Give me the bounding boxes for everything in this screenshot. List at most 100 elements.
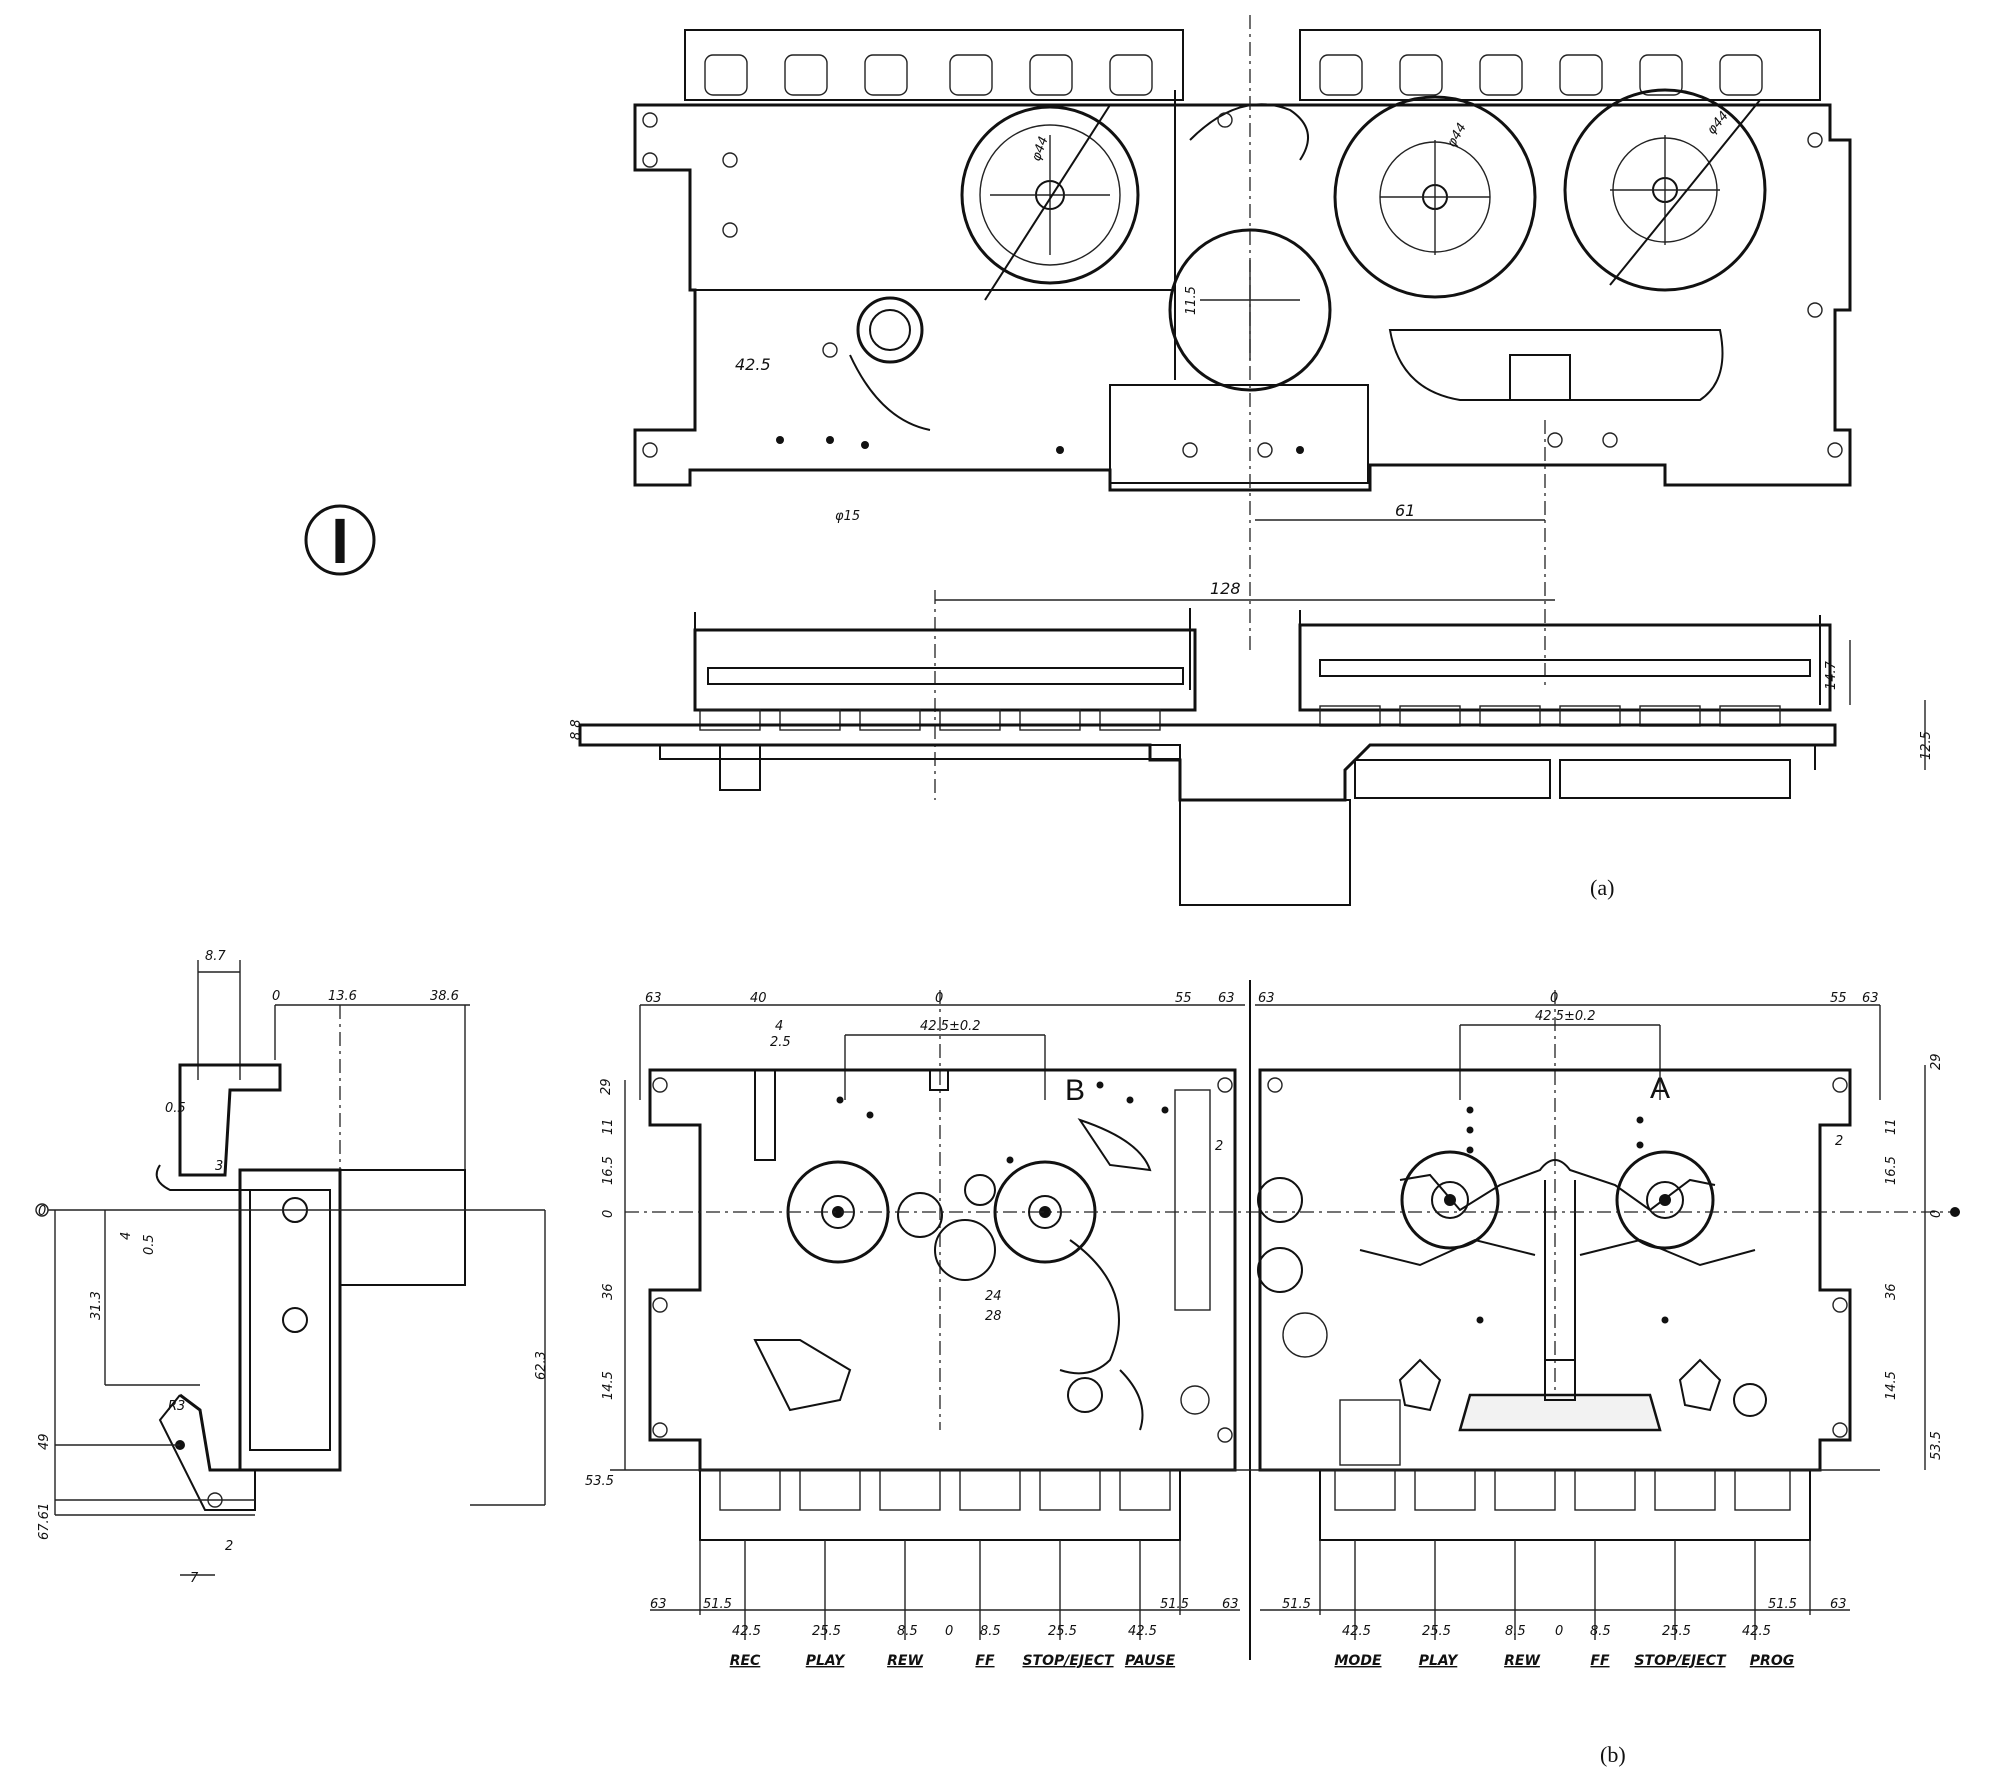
dim-a-53-5: 53.5: [1929, 1431, 1944, 1460]
dim-b-11: 11: [601, 1118, 616, 1135]
dim-b-63-left: 63: [645, 991, 662, 1006]
dim-top-11-5: 11.5: [1184, 286, 1199, 315]
dim-top-phi-44-b: φ44: [1029, 135, 1052, 164]
dim-side-67-61: 67.61: [37, 1503, 52, 1540]
scale-b-63-right: 63: [1222, 1597, 1239, 1612]
dim-side-3: 3: [215, 1159, 223, 1174]
button-label-ff-b: FF: [975, 1653, 995, 1669]
dim-b-4: 4: [775, 1019, 783, 1034]
button-label-rec: REC: [730, 1653, 761, 1669]
button-label-play-a: PLAY: [1419, 1653, 1459, 1669]
dim-a-42-5: 42.5±0.2: [1535, 1009, 1596, 1024]
dim-side-38-6: 38.6: [430, 989, 459, 1004]
dim-b-53-5: 53.5: [585, 1474, 614, 1489]
scale-b-42-5-right: 42.5: [1128, 1624, 1157, 1639]
button-label-rew-a: REW: [1504, 1653, 1540, 1669]
top-view: 61 42.5 φ44 φ44 φ44 11.5 φ15: [633, 15, 1852, 690]
dim-b-2: 2: [1215, 1139, 1223, 1154]
scale-b-63-left: 63: [650, 1597, 667, 1612]
dim-b-40: 40: [750, 991, 767, 1006]
dim-side-8-7: 8.7: [205, 949, 226, 964]
dim-b-55: 55: [1175, 991, 1192, 1006]
scale-b-51-5-right: 51.5: [1160, 1597, 1189, 1612]
button-label-ff-a: FF: [1590, 1653, 1610, 1669]
deck-a-letter: A: [1650, 1072, 1670, 1105]
deck-b-letter: B: [1065, 1074, 1085, 1107]
dim-b-28: 28: [985, 1309, 1002, 1324]
button-label-stop-eject-a: STOP/EJECT: [1634, 1653, 1727, 1669]
dim-front-128: 128: [1210, 579, 1241, 598]
dim-top-phi-15: φ15: [835, 509, 860, 524]
scale-b-51-5-left: 51.5: [703, 1597, 732, 1612]
dim-side-0-5: 0.5: [165, 1101, 186, 1116]
dim-a-63-left: 63: [1258, 991, 1275, 1006]
dim-side-62-3: 62.3: [534, 1351, 549, 1380]
dim-b-63-right: 63: [1218, 991, 1235, 1006]
button-label-mode: MODE: [1334, 1653, 1381, 1669]
section-mark-label: I: [331, 505, 349, 577]
dim-b-36: 36: [601, 1283, 616, 1300]
scale-a-8-5-right: 8.5: [1590, 1624, 1611, 1639]
button-label-stop-eject-b: STOP/EJECT: [1022, 1653, 1115, 1669]
dim-a-0-vert: 0: [1929, 1210, 1944, 1218]
caption-b: (b): [1600, 1742, 1626, 1767]
scale-a-8-5-left: 8.5: [1505, 1624, 1526, 1639]
button-label-pause: PAUSE: [1125, 1653, 1176, 1669]
dim-b-16-5: 16.5: [601, 1156, 616, 1185]
section-mark: I: [304, 504, 376, 577]
dim-a-2: 2: [1835, 1134, 1843, 1149]
dim-side-2: 2: [225, 1539, 233, 1554]
scale-a-42-5-left: 42.5: [1342, 1624, 1371, 1639]
dim-side-4: 4: [119, 1232, 134, 1240]
dim-a-14-5: 14.5: [1884, 1371, 1899, 1400]
dim-b-14-5: 14.5: [601, 1371, 616, 1400]
dim-a-0: 0: [1550, 991, 1558, 1006]
dim-b-0: 0: [935, 991, 943, 1006]
dim-side-origin: 0: [38, 1204, 46, 1219]
scale-a-51-5-left: 51.5: [1282, 1597, 1311, 1612]
scale-a-25-5-left: 25.5: [1422, 1624, 1451, 1639]
dim-b-24: 24: [985, 1289, 1002, 1304]
dim-top-61: 61: [1395, 501, 1415, 520]
scale-a-42-5-right: 42.5: [1742, 1624, 1771, 1639]
dim-a-55: 55: [1830, 991, 1847, 1006]
dim-b-0-vert: 0: [601, 1210, 616, 1218]
dim-a-11: 11: [1884, 1118, 1899, 1135]
dim-side-49: 49: [37, 1433, 52, 1450]
scale-a-25-5-right: 25.5: [1662, 1624, 1691, 1639]
side-view: 8.7 0 13.6 38.6 0.5 3 4 0.5 31.3 R3 62.3: [35, 949, 549, 1586]
front-view: 128 8.8 14.7 12.5 (a): [569, 579, 1934, 906]
scale-a-51-5-right: 51.5: [1768, 1597, 1797, 1612]
dim-top-42-5: 42.5: [735, 355, 771, 374]
scale-b-8-5-right: 8.5: [980, 1624, 1001, 1639]
dim-front-12-5: 12.5: [1919, 731, 1934, 760]
dim-side-0: 0: [272, 989, 280, 1004]
scale-b-0: 0: [945, 1624, 953, 1639]
button-label-rew-b: REW: [887, 1653, 923, 1669]
dim-side-7: 7: [190, 1571, 199, 1586]
bottom-view: B A 63 40 0: [585, 980, 1960, 1767]
dim-top-phi-44-a1: φ44: [1444, 121, 1470, 150]
dim-b-2-5: 2.5: [770, 1035, 791, 1050]
dim-a-29: 29: [1929, 1053, 1944, 1070]
dim-b-29: 29: [599, 1078, 614, 1095]
caption-a: (a): [1590, 875, 1614, 900]
scale-b-25-5-right: 25.5: [1048, 1624, 1077, 1639]
dim-side-13-6: 13.6: [328, 989, 357, 1004]
dim-side-31-3: 31.3: [89, 1291, 104, 1320]
scale-b-8-5-left: 8.5: [897, 1624, 918, 1639]
dim-front-14-7: 14.7: [1824, 660, 1839, 690]
dim-front-8-8: 8.8: [569, 719, 584, 740]
button-label-play-b: PLAY: [806, 1653, 846, 1669]
button-label-prog: PROG: [1750, 1653, 1794, 1669]
dim-a-63-right: 63: [1862, 991, 1879, 1006]
scale-b-42-5-left: 42.5: [732, 1624, 761, 1639]
dim-a-36: 36: [1884, 1283, 1899, 1300]
dim-b-42-5: 42.5±0.2: [920, 1019, 981, 1034]
scale-b-25-5-left: 25.5: [812, 1624, 841, 1639]
dim-side-r3: R3: [168, 1399, 185, 1414]
scale-a-63-right: 63: [1830, 1597, 1847, 1612]
dim-side-0-5b: 0.5: [142, 1234, 157, 1255]
dim-a-16-5: 16.5: [1884, 1156, 1899, 1185]
